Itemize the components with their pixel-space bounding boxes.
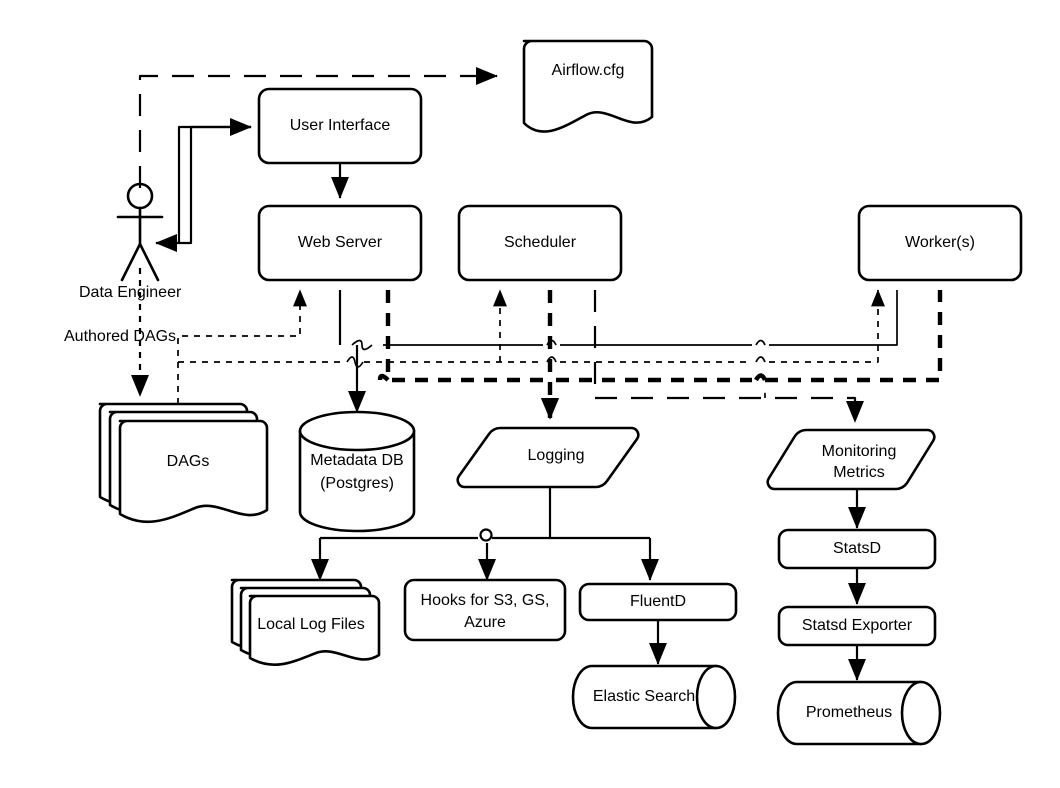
node-label-prometheus: Prometheus bbox=[806, 704, 892, 721]
node-label-dags: DAGs bbox=[167, 453, 210, 470]
node-statsd[interactable]: StatsD bbox=[777, 528, 937, 570]
node-airflow-cfg[interactable]: Airflow.cfg bbox=[522, 39, 654, 133]
node-logging[interactable]: Logging bbox=[456, 426, 640, 489]
node-statsd-exporter[interactable]: Statsd Exporter bbox=[777, 605, 937, 647]
edge-dags-to-webserver bbox=[177, 289, 307, 404]
node-label-airflow-cfg: Airflow.cfg bbox=[552, 62, 625, 79]
bus-long-dashed-line bbox=[593, 290, 865, 423]
node-label-elastic-search: Elastic Search bbox=[593, 688, 695, 705]
node-workers[interactable]: Worker(s) bbox=[857, 204, 1023, 282]
edge-ui-to-engineer bbox=[155, 125, 251, 253]
edge-engineer-to-airflowcfg bbox=[138, 66, 498, 188]
node-label-statsd: StatsD bbox=[833, 540, 881, 557]
node-dags[interactable]: DAGs bbox=[98, 402, 269, 523]
node-metadata-db[interactable]: Metadata DB (Postgres) bbox=[298, 410, 416, 533]
node-label-fluentd: FluentD bbox=[630, 593, 686, 610]
node-label-local-log-files: Local Log Files bbox=[257, 616, 365, 633]
node-label-metadata-db-line1: Metadata DB bbox=[310, 452, 403, 469]
node-web-server[interactable]: Web Server bbox=[257, 204, 423, 282]
actor-label-data-engineer: Data Engineer bbox=[79, 284, 182, 301]
node-prometheus[interactable]: Prometheus bbox=[776, 680, 942, 746]
bus-dotted-line bbox=[178, 289, 885, 368]
node-elastic-search[interactable]: Elastic Search bbox=[571, 664, 737, 730]
node-label-hooks-line1: Hooks for S3, GS, bbox=[421, 592, 550, 609]
edge-engineer-to-ui bbox=[177, 117, 252, 243]
bus-thick-dashed-line bbox=[377, 290, 943, 420]
node-label-scheduler: Scheduler bbox=[504, 234, 577, 251]
node-label-workers: Worker(s) bbox=[905, 234, 975, 251]
node-label-statsd-exporter: Statsd Exporter bbox=[802, 617, 913, 634]
node-monitoring-metrics[interactable]: Monitoring Metrics bbox=[766, 428, 936, 491]
node-label-user-interface: User Interface bbox=[290, 117, 391, 134]
node-label-monitoring-metrics-line2: Metrics bbox=[833, 464, 885, 481]
edge-label-authored-dags: Authored DAGs bbox=[64, 328, 176, 345]
node-label-logging: Logging bbox=[528, 447, 585, 464]
node-fluentd[interactable]: FluentD bbox=[578, 582, 738, 622]
node-label-hooks-line2: Azure bbox=[464, 614, 506, 631]
node-scheduler[interactable]: Scheduler bbox=[457, 204, 623, 282]
node-user-interface[interactable]: User Interface bbox=[257, 87, 423, 165]
node-local-log-files[interactable]: Local Log Files bbox=[230, 578, 381, 667]
actor-data-engineer[interactable]: Data Engineer bbox=[79, 182, 182, 301]
bus-solid-line bbox=[338, 290, 898, 351]
node-hooks[interactable]: Hooks for S3, GS, Azure bbox=[403, 578, 567, 642]
node-label-metadata-db-line2: (Postgres) bbox=[320, 475, 394, 492]
edge-logging-branches bbox=[310, 488, 660, 581]
node-label-monitoring-metrics-line1: Monitoring bbox=[822, 443, 897, 460]
node-label-web-server: Web Server bbox=[298, 234, 383, 251]
